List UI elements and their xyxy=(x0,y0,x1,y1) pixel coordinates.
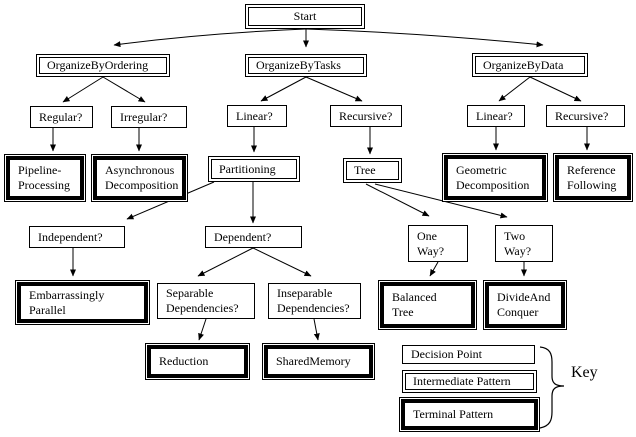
key-brace xyxy=(539,346,565,429)
connector-inseparable-sharedmemory xyxy=(313,318,320,341)
node-label: One xyxy=(417,228,437,243)
node-shared-memory: SharedMemory xyxy=(264,345,373,378)
node-separable-dependencies: Separable Dependencies? xyxy=(157,283,255,319)
connector-data-recursive xyxy=(529,76,582,102)
node-asynchronous-decomposition: Asynchronous Decomposition xyxy=(93,156,186,200)
node-independent: Independent? xyxy=(29,226,125,248)
key-item-label: Terminal Pattern xyxy=(413,407,494,421)
connector-data-linear xyxy=(498,76,531,102)
connector-ordering-irregular xyxy=(102,76,146,103)
node-label: Decomposition xyxy=(456,177,530,192)
node-label: Processing xyxy=(18,178,70,192)
connector-start-data xyxy=(305,28,544,48)
connector-dependent-inseparable xyxy=(252,247,312,277)
node-label: Start xyxy=(293,9,317,23)
connector-partitioning-independent xyxy=(126,181,215,220)
node-label: Pipeline- xyxy=(18,163,62,177)
node-start: Start xyxy=(245,4,365,29)
connector-tasks-recursive xyxy=(305,76,363,102)
node-recursive-tasks: Recursive? xyxy=(330,105,402,127)
node-dependent: Dependent? xyxy=(205,226,302,248)
node-label: OrganizeByTasks xyxy=(256,58,341,72)
node-divide-and-conquer: DivideAnd Conquer xyxy=(485,282,565,328)
node-label: Separable xyxy=(166,286,214,300)
node-geometric-decomposition: Geometric Decomposition xyxy=(444,155,546,200)
connector-start-ordering xyxy=(113,28,307,48)
connector-ordering-regular xyxy=(62,76,104,103)
node-organize-by-ordering: OrganizeByOrdering xyxy=(36,54,170,77)
node-label: Conquer xyxy=(497,305,539,319)
node-tree: Tree xyxy=(343,158,402,183)
node-label: Dependencies? xyxy=(277,301,350,315)
node-label: Geometric xyxy=(456,162,507,177)
node-organize-by-data: OrganizeByData xyxy=(472,53,588,77)
node-partitioning: Partitioning xyxy=(208,156,300,182)
node-pipeline-processing: Pipeline- Processing xyxy=(6,156,84,200)
node-label: Two xyxy=(504,228,526,243)
connector-separable-reduction xyxy=(198,318,207,341)
node-label: Embarrassingly xyxy=(29,287,105,302)
node-label: Tree xyxy=(354,163,376,177)
key-label: Key xyxy=(571,364,598,381)
node-label: Dependencies? xyxy=(166,301,239,315)
node-label: SharedMemory xyxy=(276,354,351,368)
node-regular: Regular? xyxy=(30,106,93,128)
node-label: Partitioning xyxy=(219,161,276,176)
node-label: Decomposition xyxy=(105,178,179,192)
node-inseparable-dependencies: Inseparable Dependencies? xyxy=(268,283,361,319)
node-label: Balanced xyxy=(392,290,437,304)
node-reduction: Reduction xyxy=(147,345,248,378)
node-label: Way? xyxy=(504,243,532,258)
key-terminal-pattern: Terminal Pattern xyxy=(401,399,538,430)
node-label: Recursive? xyxy=(339,108,393,123)
node-irregular: Irregular? xyxy=(111,106,187,128)
node-label: DivideAnd xyxy=(497,290,551,304)
connector-tree-twoway xyxy=(374,183,508,219)
node-label: Dependent? xyxy=(214,229,272,244)
node-linear-data: Linear? xyxy=(467,105,525,127)
key-intermediate-pattern: Intermediate Pattern xyxy=(402,370,537,393)
node-label: Following xyxy=(567,177,617,192)
connector-dependent-separable xyxy=(197,247,254,277)
node-reference-following: Reference Following xyxy=(555,155,631,200)
node-label: Way? xyxy=(417,243,445,258)
node-two-way: Two Way? xyxy=(495,225,553,262)
connector-tree-oneway xyxy=(365,183,430,217)
node-label: Parallel xyxy=(29,302,66,317)
node-one-way: One Way? xyxy=(408,225,468,262)
key-item-label: Decision Point xyxy=(411,347,482,361)
node-organize-by-tasks: OrganizeByTasks xyxy=(245,54,367,77)
node-label: Inseparable xyxy=(277,286,333,300)
connector-tasks-linear xyxy=(260,76,307,102)
node-balanced-tree: Balanced Tree xyxy=(380,282,475,328)
node-label: OrganizeByData xyxy=(483,57,564,72)
node-label: Asynchronous xyxy=(105,163,175,177)
node-label: Linear? xyxy=(476,108,513,123)
node-label: Recursive? xyxy=(555,108,609,123)
node-label: Reduction xyxy=(159,354,209,368)
node-label: Tree xyxy=(392,305,414,319)
key-item-label: Intermediate Pattern xyxy=(413,374,511,388)
node-recursive-data: Recursive? xyxy=(546,105,625,127)
node-label: Linear? xyxy=(236,108,273,123)
node-linear-tasks: Linear? xyxy=(227,105,287,127)
node-label: Regular? xyxy=(39,109,83,124)
key-decision-point: Decision Point xyxy=(402,345,535,364)
node-label: Reference xyxy=(567,162,616,177)
node-label: OrganizeByOrdering xyxy=(47,58,149,72)
node-embarrassingly-parallel: Embarrassingly Parallel xyxy=(17,282,148,323)
connector-oneway-balanced xyxy=(429,261,439,277)
node-label: Irregular? xyxy=(120,109,168,124)
node-label: Independent? xyxy=(38,229,103,244)
